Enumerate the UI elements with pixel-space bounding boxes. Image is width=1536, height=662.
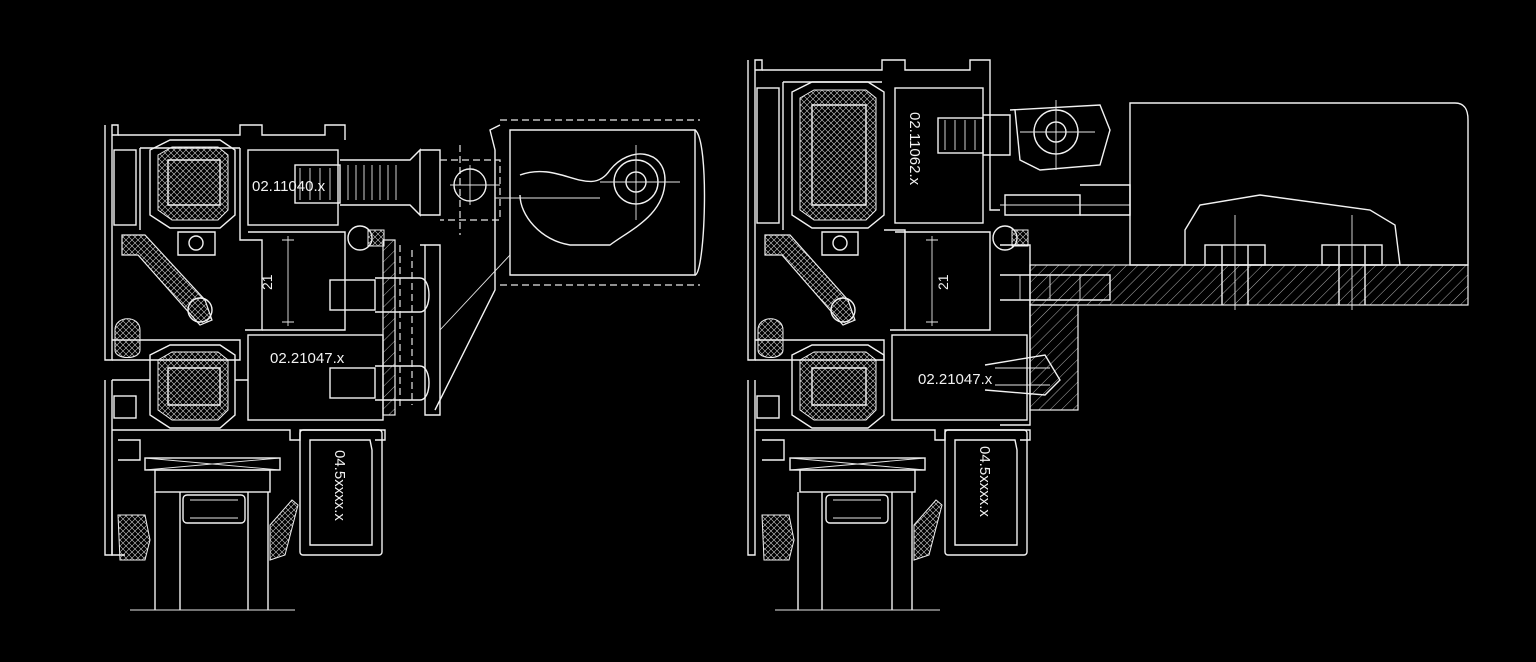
left-dimension-label: 21	[259, 274, 275, 290]
left-fitting-label-top: 02.11040.x	[252, 178, 326, 195]
left-fitting-label-bottom: 04.5xxxx.x	[331, 450, 348, 521]
right-dimension-label: 21	[935, 274, 951, 290]
left-section-detail	[104, 119, 706, 611]
right-section-detail	[747, 59, 1469, 611]
right-fitting-label-bottom: 04.5xxxx.x	[976, 446, 993, 517]
left-fitting-label-mid: 02.21047.x	[270, 350, 345, 367]
right-fitting-label-top: 02.11062.x	[906, 112, 923, 186]
right-fitting-label-mid: 02.21047.x	[918, 371, 993, 388]
